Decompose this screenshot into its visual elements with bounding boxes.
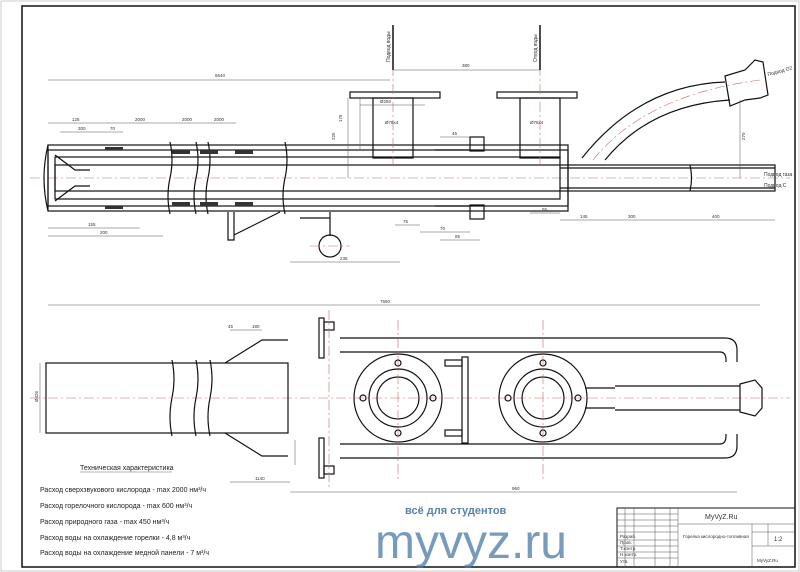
oxygen-bent-pipe: [581, 59, 769, 161]
tech-spec-line: Расход сверхзвукового кислорода - max 20…: [40, 487, 206, 494]
dim-label: 125: [72, 117, 80, 122]
dim-label: 2000: [135, 117, 146, 122]
top-view-section: 6640 380 125 2000 2000 2000 300 70 155 2…: [30, 25, 793, 263]
title-scale: 1:2: [774, 537, 783, 543]
water-inlet-flange: [349, 25, 441, 165]
title-row: Пров.: [620, 540, 632, 545]
title-block: Разраб. Пров. Т.контр. Н.контр. Утв. MyV…: [616, 507, 796, 568]
watermark-domain: myvyz.ru: [375, 516, 567, 569]
dim-overall-bottom: 7550: [380, 299, 391, 304]
watermark: всё для студентов myvyz.ru: [375, 505, 567, 569]
flange-1: [353, 320, 443, 480]
dim-pipe: Ø76x4: [385, 120, 399, 125]
label-gas-in: Подвод газа: [764, 172, 792, 178]
dim-label: 2000: [214, 117, 225, 122]
threaded-nipple: [739, 379, 763, 417]
water-outlet-flange: [496, 25, 578, 165]
dim-label: 225: [331, 132, 336, 140]
dim-label: 75: [403, 219, 409, 224]
label-water-out: Отвод воды: [533, 34, 539, 62]
label-water-in: Подвод воды: [386, 31, 392, 62]
tech-spec-line: Расход воды на охлаждение горелки - 4,8 …: [40, 535, 191, 542]
plan-view-section: 7550 45 180 960 1140 Ø426: [30, 299, 790, 493]
technical-specification: Техническая характеристика Расход сверхз…: [40, 465, 209, 557]
dim-flange-dia: Ø250: [380, 99, 392, 104]
dim-label: 45: [452, 131, 458, 136]
dim-label: 180: [252, 324, 260, 329]
dim-flange-spacing: 380: [462, 63, 470, 68]
dim-label: 235: [340, 256, 348, 261]
title-subtitle: Горелка кислородно-топливная: [683, 534, 749, 539]
dim-label: 70: [110, 126, 116, 131]
dim-label: 300: [628, 214, 636, 219]
label-o2-in: Подвод O2: [767, 65, 793, 77]
dim-label: 155: [88, 222, 96, 227]
drawing-frame: [21, 5, 796, 568]
dim-label: 1140: [255, 476, 265, 481]
dim-label: 85: [455, 234, 461, 239]
dim-label: 300: [78, 126, 86, 131]
title-row: Н.контр.: [620, 552, 637, 557]
dim-label: 270: [741, 132, 746, 140]
dim-label: 45: [228, 324, 234, 329]
title-site: MyVyZ.Ru: [705, 514, 738, 521]
dim-overall-top: 6640: [215, 73, 226, 78]
dim-label: Ø426: [34, 390, 39, 402]
dim-label: 200: [100, 230, 108, 235]
title-row: Разраб.: [620, 534, 636, 539]
dim-label: 2000: [182, 117, 193, 122]
dim-pipe: Ø76x4: [530, 120, 544, 125]
watermark-tagline: всё для студентов: [405, 505, 507, 517]
dim-label: 70: [440, 226, 446, 231]
dim-label: 960: [512, 486, 520, 491]
flange-2: [498, 320, 588, 480]
tech-spec-line: Расход горелочного кислорода - max 600 н…: [40, 503, 193, 510]
tech-spec-line: Расход природного газа - max 450 нм³/ч: [40, 519, 170, 526]
dim-label: 145: [580, 214, 588, 219]
tech-spec-line: Расход воды на охлаждение медной панели …: [40, 549, 209, 557]
dim-label: 400: [712, 214, 720, 219]
label-c-in: Подвод С: [764, 183, 787, 189]
tech-spec-title: Техническая характеристика: [80, 465, 174, 472]
dim-label: 55: [542, 207, 548, 212]
title-row: Утв.: [620, 559, 629, 564]
title-org: MyVyZ.Ru: [757, 558, 778, 563]
dim-label: 175: [338, 114, 343, 122]
title-row: Т.контр.: [620, 546, 636, 551]
